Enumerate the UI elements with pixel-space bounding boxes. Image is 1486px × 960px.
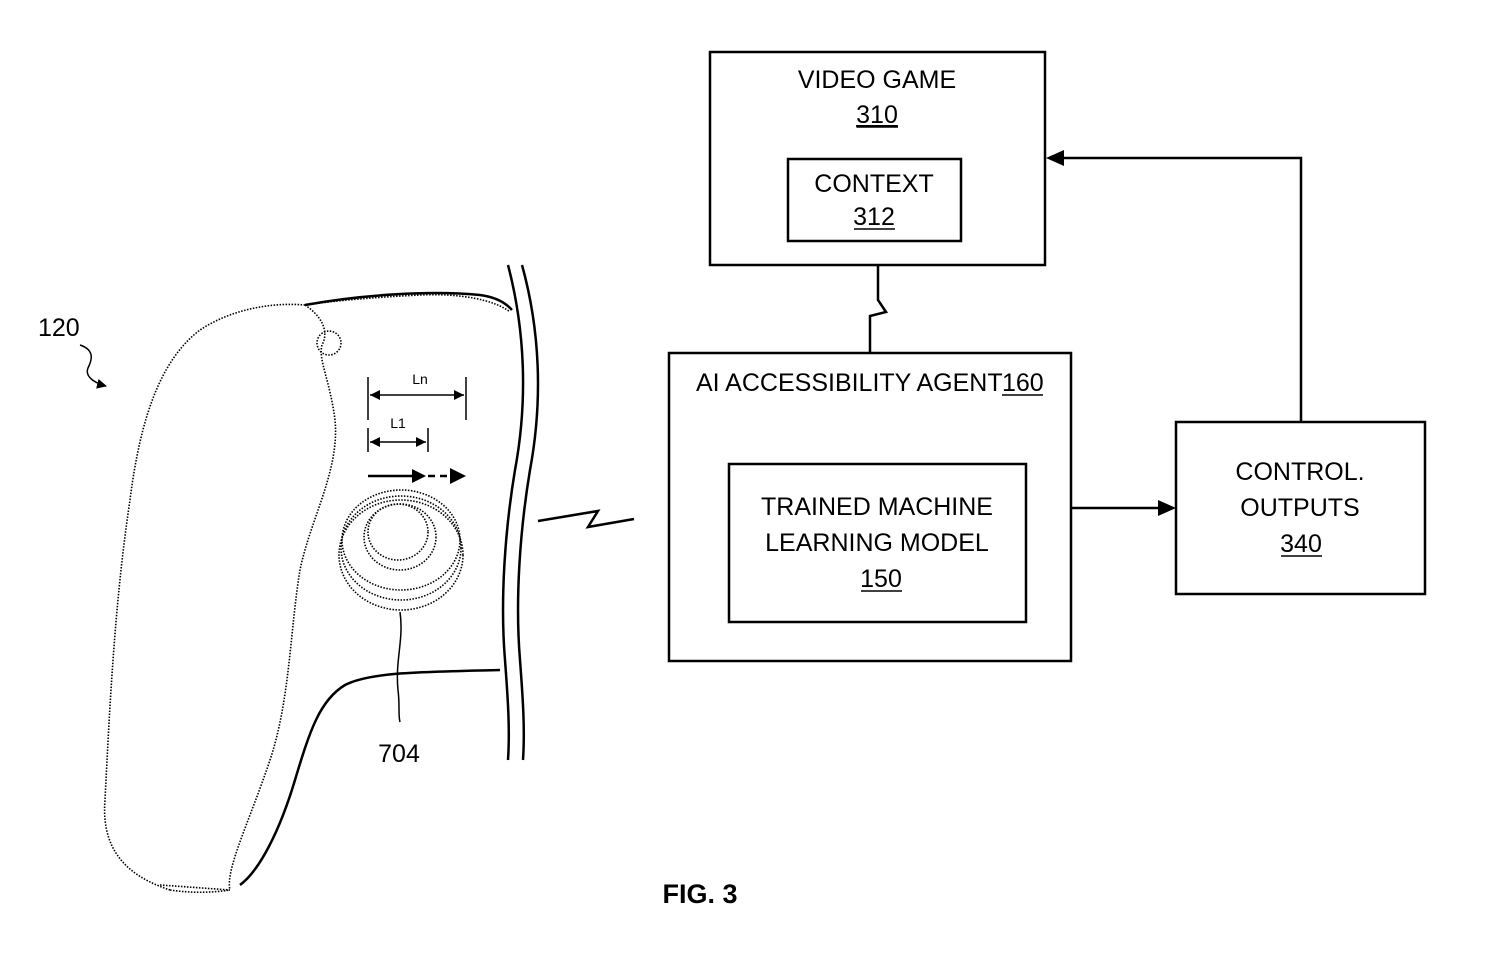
ml-model-box [727,462,1028,624]
dimension-ln-label: Ln [412,371,428,387]
control-outputs-line1: CONTROL. [1235,458,1364,486]
dimension-l1-label: L1 [390,415,406,431]
controller-body-outline [103,293,511,891]
video-game-ref: 310 [856,101,898,129]
context-ref: 312 [853,203,895,231]
joystick-ref: 704 [378,740,420,768]
arrow-outputs-to-game-head [1046,150,1064,166]
joystick-ref-leader [396,611,402,723]
controller-base [159,884,231,894]
control-outputs-box [1174,420,1427,596]
arrow-outputs-to-game [1062,156,1303,422]
controller-grip-edge [239,668,501,886]
ai-agent-title: AI ACCESSIBILITY AGENT [696,369,1003,397]
context-title: CONTEXT [814,170,933,198]
controller-ref-leader [79,344,107,389]
movement-arrows [368,468,466,484]
control-outputs-ref: 340 [1280,530,1322,558]
arrow-agent-to-outputs-head [1158,500,1176,516]
controller-top-edge [304,291,513,311]
wireless-link-agent-game [868,266,889,352]
controller-edge-line-outer [501,264,525,761]
dimension-l1 [367,428,429,452]
control-outputs-line2: OUTPUTS [1240,494,1359,522]
joystick [338,489,464,611]
ml-model-line2: LEARNING MODEL [765,529,989,557]
controller-drawing [79,264,540,894]
controller-top-button [316,330,342,356]
ml-model-ref: 150 [860,565,902,593]
controller-fold-line [228,304,337,891]
controller-edge-line-inner [516,264,540,761]
figure-label: FIG. 3 [662,879,737,909]
wireless-link-controller-agent [537,509,635,529]
ml-model-line1: TRAINED MACHINE [761,493,993,521]
ai-agent-ref: 160 [1002,369,1044,397]
ai-agent-title-text: AI ACCESSIBILITY AGENT [696,369,1003,397]
video-game-title: VIDEO GAME [798,66,956,94]
context-box [786,157,963,243]
dimension-ln [367,377,467,420]
controller-ref: 120 [38,314,80,342]
